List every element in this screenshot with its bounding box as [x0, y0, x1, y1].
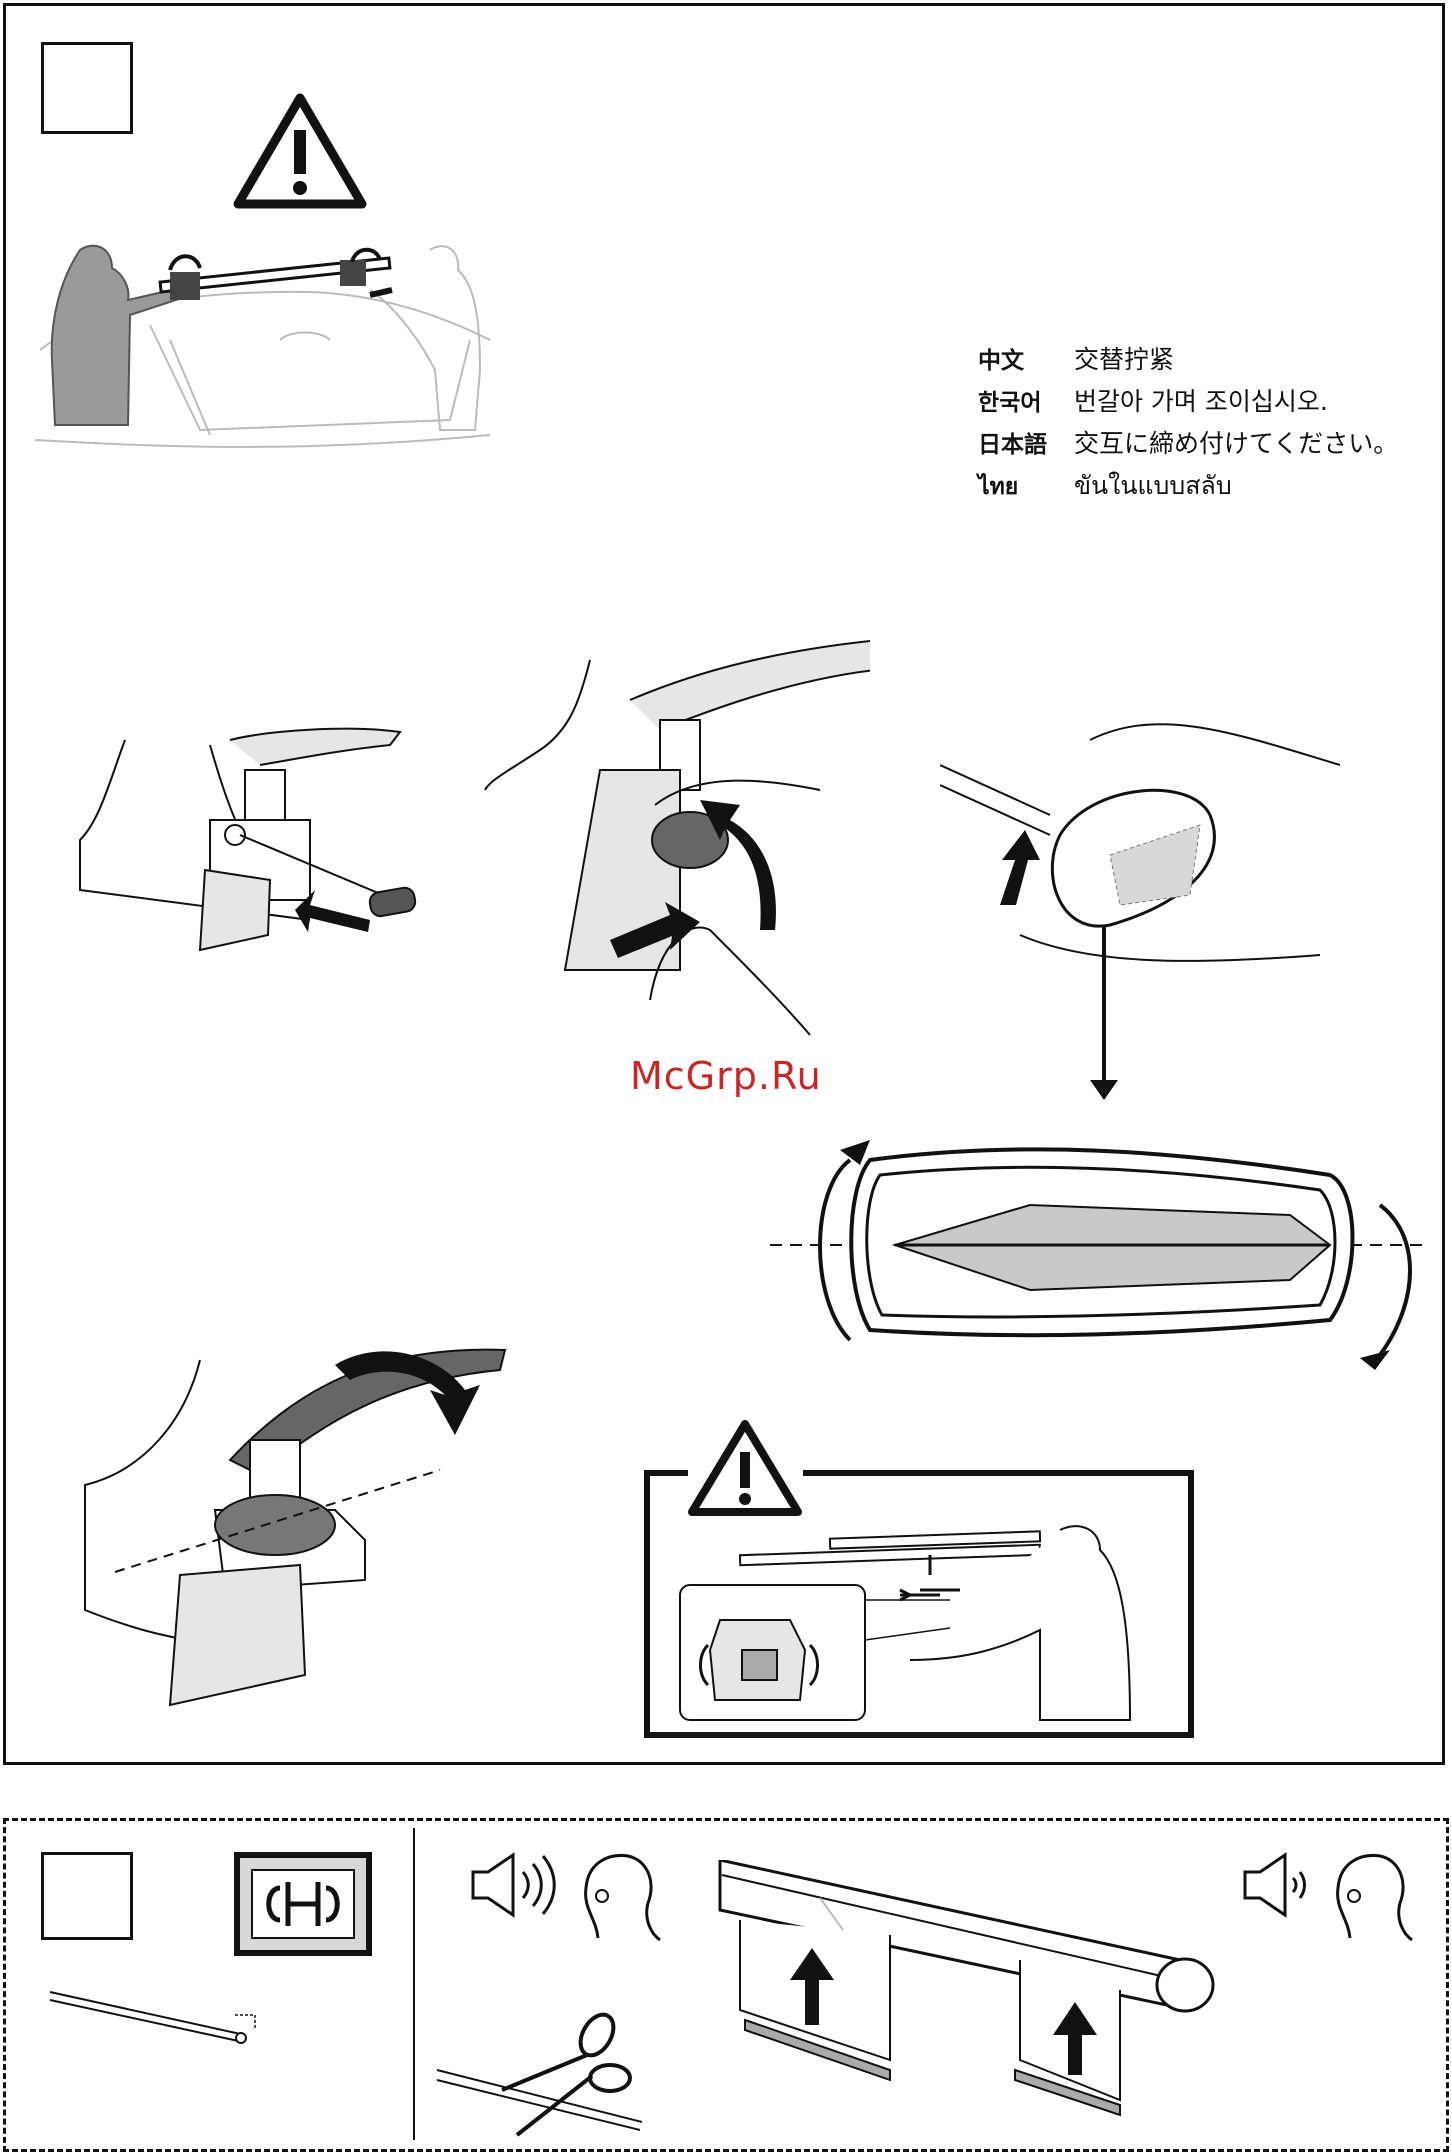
instruction-text: 交替拧紧 [1074, 340, 1174, 376]
step-number-box [41, 1852, 133, 1940]
foot-lever-closing-illustration [75, 1310, 515, 1710]
language-code: ไทย [978, 469, 1066, 505]
language-code: 中文 [978, 341, 1066, 375]
head-listening-icon [578, 1848, 663, 1948]
instruction-text: ขันในแบบสลับ [1074, 466, 1232, 506]
end-cap-tool-icon [234, 1852, 372, 1956]
person-checking-rack-illustration [660, 1510, 1185, 1730]
speaker-quiet-icon [1240, 1850, 1310, 1920]
scissors-icon [432, 2010, 652, 2140]
bar-end-cap-install-illustration [710, 1860, 1230, 2140]
panel-divider [413, 1828, 415, 2140]
language-code: 한국어 [978, 383, 1066, 417]
hand-holding-knob-illustration [940, 705, 1340, 1105]
hand-turning-knob-illustration [480, 640, 870, 1040]
foot-key-insert-illustration [70, 720, 440, 970]
step-number-box [41, 42, 133, 134]
instruction-row-zh: 中文 交替拧紧 [978, 340, 1174, 376]
instruction-row-ko: 한국어 번갈아 가며 조이십시오. [978, 382, 1328, 418]
bar-profile-illustration [45, 1980, 265, 2050]
two-person-rack-illustration [30, 230, 500, 475]
speaker-loud-icon [468, 1850, 563, 1920]
instruction-text: 交互に締め付けてください。 [1074, 424, 1398, 460]
head-listening-icon [1330, 1848, 1415, 1948]
instruction-row-th: ไทย ขันในแบบสลับ [978, 466, 1232, 506]
watermark-text: McGrp.Ru [630, 1054, 822, 1098]
knob-alignment-illustration [770, 1130, 1430, 1370]
warning-triangle-icon [232, 92, 368, 210]
warning-triangle-icon [688, 1418, 803, 1518]
instruction-row-ja: 日本語 交互に締め付けてください。 [978, 424, 1398, 460]
language-code: 日本語 [978, 425, 1066, 459]
instruction-text: 번갈아 가며 조이십시오. [1074, 382, 1328, 418]
